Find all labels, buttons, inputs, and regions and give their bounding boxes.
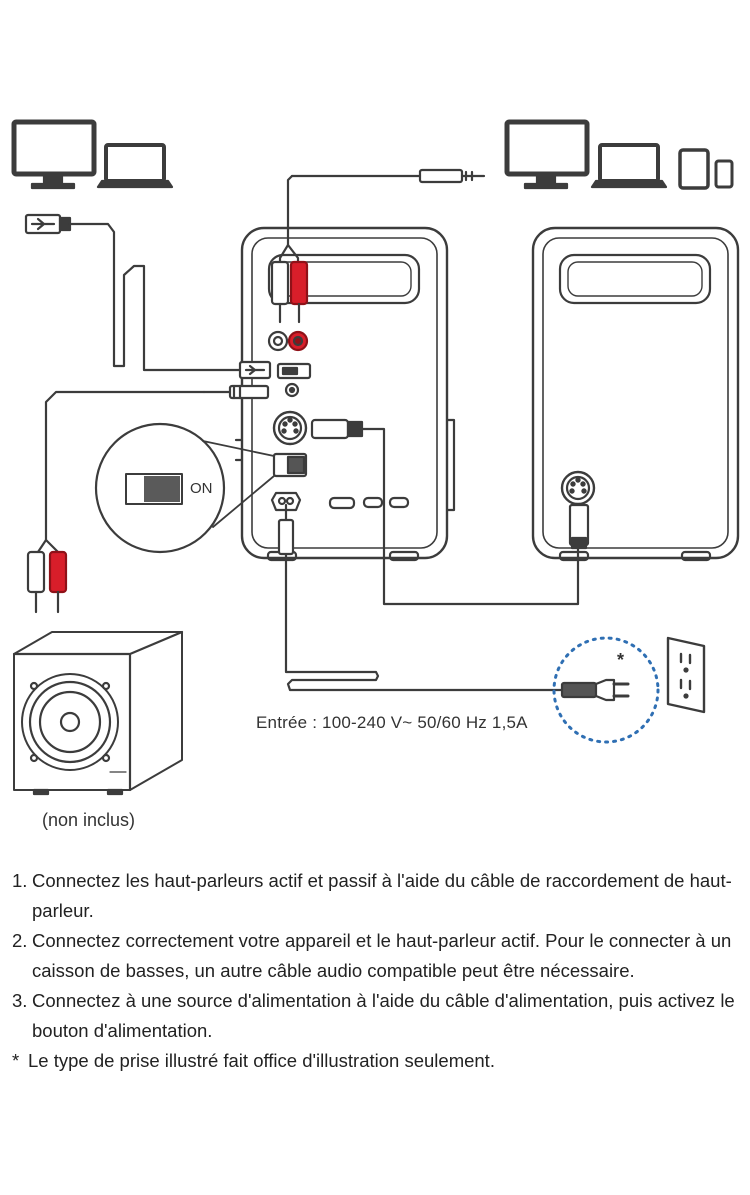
step-text: Connectez à une source d'alimentation à …	[32, 990, 735, 1041]
monitor-icon-right	[504, 119, 590, 190]
step-item: 1. Connectez les haut-parleurs actif et …	[12, 866, 742, 926]
step-item: 2. Connectez correctement votre appareil…	[12, 926, 742, 986]
din-cable	[310, 418, 590, 606]
step-number: 1.	[12, 870, 28, 891]
laptop-icon-right	[590, 143, 668, 189]
aux-plug-speaker	[202, 384, 270, 400]
step-text: Connectez les haut-parleurs actif et pas…	[32, 870, 732, 921]
plug-footnote-marker: *	[617, 650, 625, 670]
step-text: Connectez correctement votre appareil et…	[32, 930, 732, 981]
monitor-icon-left	[11, 119, 97, 190]
aux-jack-plug-icon	[290, 168, 486, 184]
power-input-label: Entrée : 100-240 V~ 50/60 Hz 1,5A	[256, 713, 528, 732]
tablet-icon	[678, 148, 710, 190]
connection-diagram	[11, 119, 740, 796]
passive-speaker	[531, 226, 740, 562]
switch-on-label: ON	[190, 480, 213, 497]
power-switch	[125, 473, 183, 505]
switch-zoom-callout	[94, 422, 275, 554]
phone-icon	[714, 159, 734, 189]
step-number: 2.	[12, 930, 28, 951]
aux-cable-sub	[44, 390, 206, 542]
subwoofer-not-included-label: (non inclus)	[42, 810, 136, 830]
usb-plug-icon	[24, 213, 72, 235]
instructions: 1. Connectez les haut-parleurs actif et …	[12, 866, 742, 1076]
aux-cable-top	[286, 174, 294, 247]
step-item: 3. Connectez à une source d'alimentation…	[12, 986, 742, 1046]
usb-cable	[68, 222, 242, 372]
wall-outlet-icon	[666, 636, 706, 714]
usb-plug-speaker	[238, 360, 272, 380]
laptop-icon-left	[96, 143, 174, 189]
footnote-marker: *	[12, 1050, 20, 1071]
subwoofer	[12, 630, 184, 796]
footnote-text: Le type de prise illustré fait office d'…	[28, 1050, 495, 1071]
power-cable	[277, 503, 630, 702]
footnote: * Le type de prise illustré fait office …	[12, 1046, 742, 1076]
plug-highlight-circle	[552, 636, 660, 744]
step-number: 3.	[12, 990, 28, 1011]
rca-plugs-top	[270, 243, 309, 324]
rca-plugs-sub	[26, 538, 68, 614]
